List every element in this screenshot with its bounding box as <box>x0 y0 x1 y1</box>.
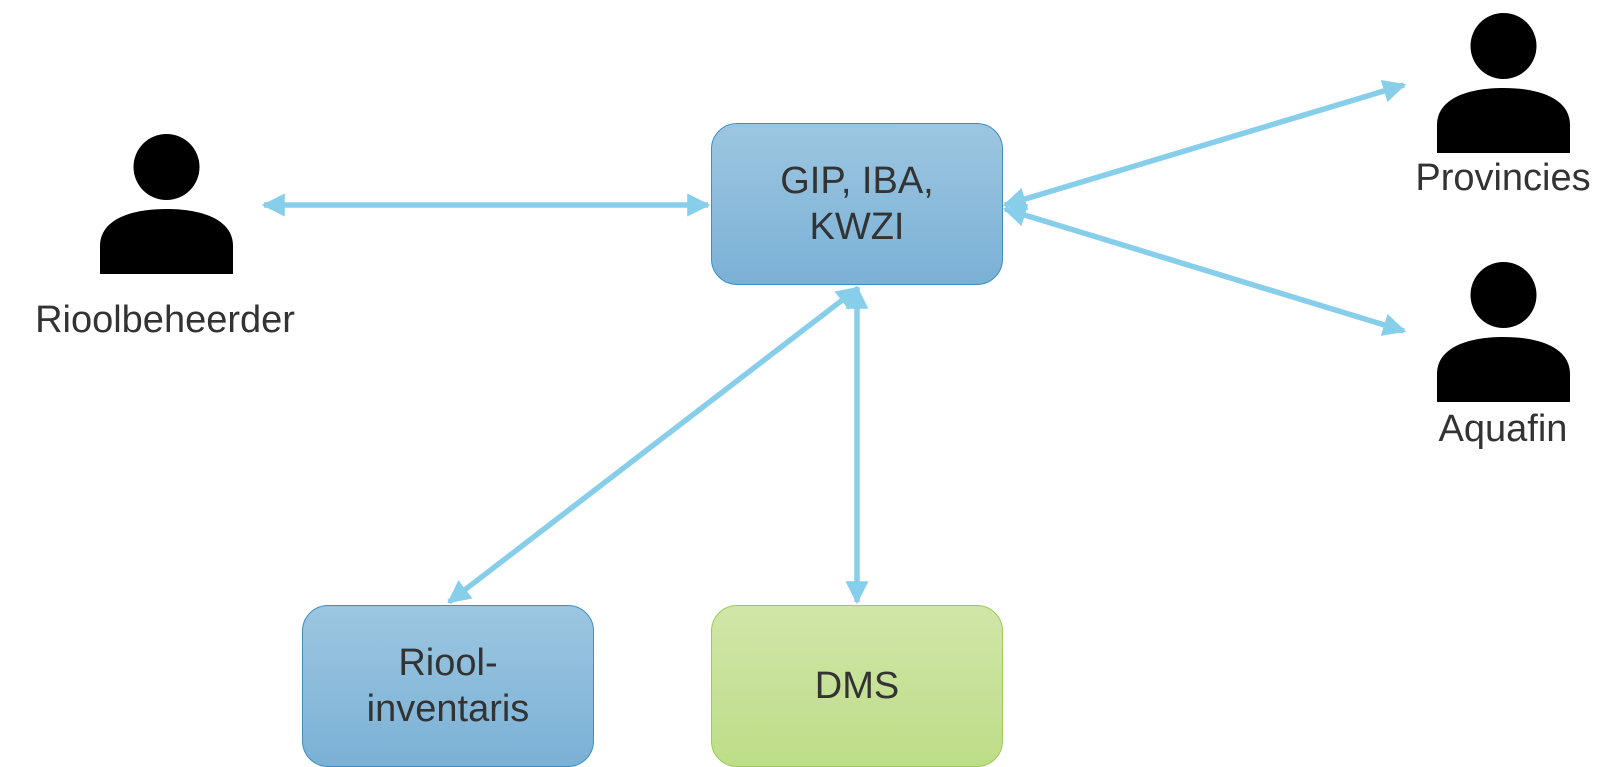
node-dms: DMS <box>711 605 1003 767</box>
person-icon <box>100 134 233 274</box>
node-riool-inventaris: Riool- inventaris <box>302 605 594 767</box>
node-gip-iba-kwzi-label: GIP, IBA, KWZI <box>780 160 934 248</box>
node-gip-iba-kwzi: GIP, IBA, KWZI <box>711 123 1003 285</box>
actor-rioolbeheerder-label: Rioolbeheerder <box>35 299 295 341</box>
arrow-central-provincies <box>1002 79 1407 211</box>
node-dms-label: DMS <box>814 665 900 707</box>
person-icon <box>1437 13 1570 153</box>
arrow-central-riool-inventaris <box>447 285 860 605</box>
person-icon <box>1437 262 1570 402</box>
actor-aquafin-label: Aquafin <box>1438 408 1568 450</box>
arrow-central-aquafin <box>1002 204 1407 336</box>
actor-provincies-label: Provincies <box>1415 157 1591 199</box>
node-riool-inventaris-label: Riool- inventaris <box>366 642 530 730</box>
